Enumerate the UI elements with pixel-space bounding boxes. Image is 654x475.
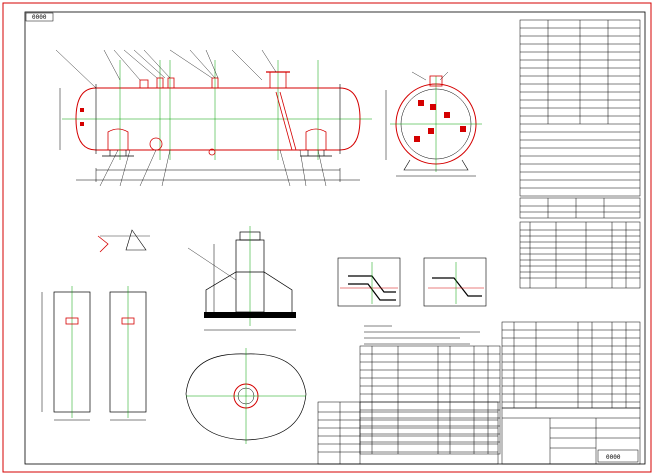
lug-detail bbox=[97, 229, 150, 253]
vessel-end-view bbox=[385, 71, 482, 177]
spec-table bbox=[519, 19, 641, 289]
weld-detail-a bbox=[337, 257, 401, 307]
weld-detail-b bbox=[423, 257, 487, 307]
inner-border bbox=[24, 11, 646, 465]
sheet-tag: 0000 bbox=[32, 14, 47, 21]
bottom-code: 0000 bbox=[606, 454, 621, 461]
pad-plan-views bbox=[41, 286, 147, 421]
notes-block bbox=[364, 325, 480, 345]
title-block bbox=[317, 401, 641, 465]
bottom-code-box bbox=[597, 449, 639, 463]
saddle-front-view bbox=[187, 226, 296, 331]
vessel-side-view bbox=[55, 49, 372, 187]
bom-table-left bbox=[359, 345, 501, 455]
sheet-tag-box bbox=[25, 12, 54, 22]
flange-circle-view bbox=[185, 348, 307, 444]
bom-table-right bbox=[501, 321, 641, 409]
